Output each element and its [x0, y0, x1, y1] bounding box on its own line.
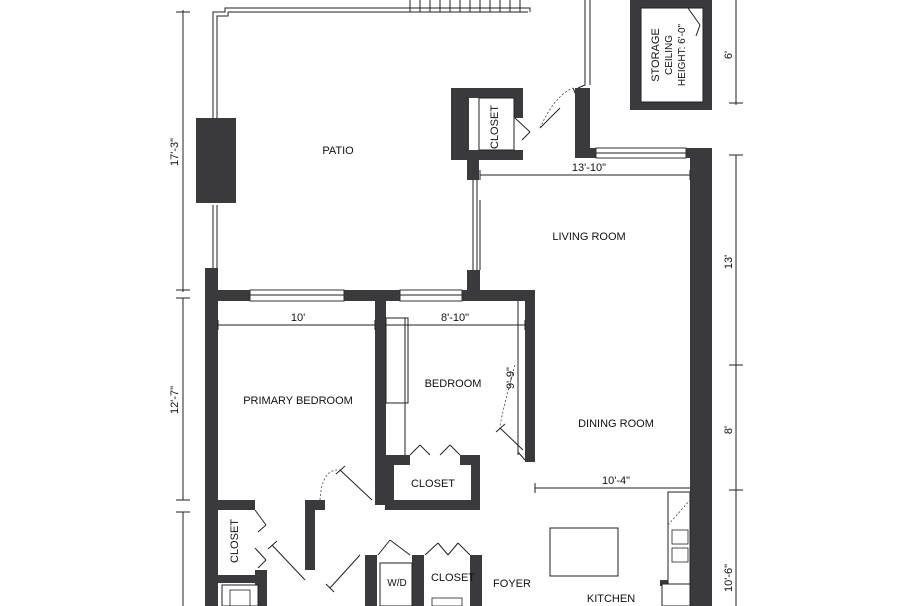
room-dimension-lines: [217, 170, 691, 493]
right-dimension-lines: [729, 0, 743, 606]
wd-label: W/D: [387, 578, 406, 589]
storage-label: STORAGE CEILING HEIGHT: 6'-0": [650, 23, 688, 86]
dining-width-dim: 10'-4": [602, 475, 630, 487]
bedroom-width-dim: 8'-10": [441, 312, 469, 324]
primary-closet-label: CLOSET: [229, 519, 241, 563]
living-room-label: LIVING ROOM: [552, 231, 625, 243]
foyer-label: FOYER: [493, 578, 531, 590]
interior-doors: [254, 364, 526, 593]
bedroom-height-dim: 9'-9": [505, 367, 517, 389]
living-height-dim: 13': [723, 255, 735, 269]
patio-closet-walls: [451, 88, 531, 180]
appliances: [221, 491, 691, 606]
primary-bedroom-label: PRIMARY BEDROOM: [243, 395, 353, 407]
storage-line-2: CEILING: [664, 35, 675, 75]
patio-closet-label: CLOSET: [489, 105, 501, 149]
kitchen-height-dim: 10'-6": [723, 564, 735, 592]
bedroom-label: BEDROOM: [425, 378, 482, 390]
primary-height-dim: 12'-7": [169, 386, 181, 414]
patio-bench: [196, 118, 236, 203]
interior-walls: [205, 290, 690, 606]
storage-line-3: HEIGHT: 6'-0": [677, 23, 688, 86]
stairs: [409, 0, 521, 12]
foyer-closet-label: CLOSET: [431, 572, 475, 584]
dining-room-label: DINING ROOM: [578, 418, 654, 430]
windows: [249, 147, 687, 302]
patio-height-dim: 17'-3": [169, 138, 181, 166]
storage-title: STORAGE: [650, 28, 662, 82]
bedroom-closet-label: CLOSET: [411, 478, 455, 490]
left-dimension-lines: [176, 10, 190, 606]
patio-door: [539, 87, 590, 158]
sliding-door: [472, 180, 481, 270]
storage-height-dim: 6': [723, 51, 735, 59]
primary-width-dim: 10': [291, 312, 305, 324]
storage-walls: [630, 0, 712, 110]
dining-height-dim: 8': [723, 426, 735, 434]
patio-outline: [212, 0, 591, 268]
kitchen-label: KITCHEN: [587, 593, 635, 605]
exterior-walls: [205, 148, 712, 606]
patio-label: PATIO: [322, 145, 354, 157]
living-width-dim: 13'-10": [572, 162, 606, 174]
